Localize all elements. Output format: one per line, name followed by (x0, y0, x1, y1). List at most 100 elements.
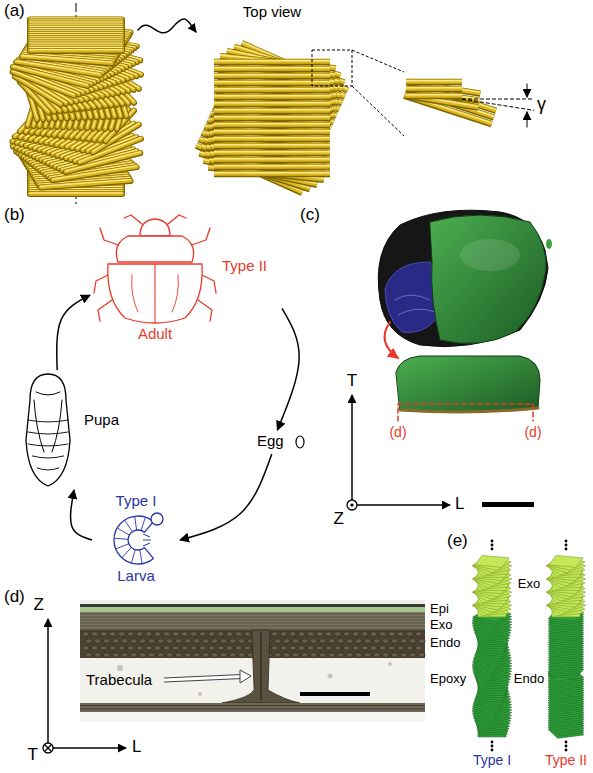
cell-texture (343, 646, 350, 651)
cell-texture (370, 646, 377, 651)
fiber-rod-body (30, 42, 122, 46)
pupa-segment (28, 420, 68, 422)
cell-texture (94, 639, 101, 644)
structure-label: Trabecula (86, 672, 152, 689)
cell-texture (220, 653, 227, 658)
axis-label: Z (34, 596, 44, 615)
wing-vein (398, 309, 436, 315)
axis-arrow (47, 619, 49, 748)
fiber-rod (214, 108, 330, 114)
angle-reference-line (462, 99, 534, 100)
axis-label: Z (334, 510, 344, 529)
lamella-line (80, 629, 425, 630)
fiber-rod-body (214, 66, 330, 70)
cell-texture (397, 632, 404, 637)
cell-texture (301, 653, 308, 658)
cell-texture (280, 646, 287, 651)
cell-texture (235, 646, 242, 651)
fiber-rod-body (30, 34, 122, 38)
cell-texture (283, 653, 290, 658)
layer-label: Epoxy (430, 672, 466, 686)
fiber-rod (22, 57, 112, 64)
continuation-dot (565, 741, 568, 744)
fiber-rod-highlight (406, 88, 479, 100)
cell-texture (136, 646, 143, 651)
fiber-rod (214, 115, 330, 121)
angle-arrow (527, 84, 528, 97)
zoom-line (352, 50, 404, 72)
stage-label: Larva (117, 568, 155, 585)
fiber-rod (405, 96, 478, 108)
continuation-dot (491, 544, 494, 547)
continuation-dot (565, 749, 568, 752)
axis-label: L (455, 495, 464, 514)
cell-texture (85, 639, 92, 644)
axes-c (347, 395, 534, 510)
cell-texture (103, 653, 110, 658)
cell-texture (238, 639, 245, 644)
life-cycle-arrow (180, 454, 272, 540)
fiber-rod-highlight (214, 109, 330, 110)
cell-texture (310, 653, 317, 658)
larva-segment (114, 538, 128, 540)
lamella-line (80, 623, 425, 624)
life-cycle-arrow (57, 295, 90, 370)
layer-label: Epi (430, 602, 449, 616)
cell-texture (154, 646, 161, 651)
lamella-line (80, 620, 425, 621)
fiber-rod-body (30, 19, 122, 23)
micrograph-base (80, 712, 425, 722)
cell-texture (91, 632, 98, 637)
cell-texture (310, 639, 317, 644)
cell-texture (298, 632, 305, 637)
cell-texture (292, 639, 299, 644)
cell-texture (112, 653, 119, 658)
cell-texture (157, 653, 164, 658)
fiber-rod (30, 46, 122, 52)
cell-texture (406, 646, 413, 651)
cell-texture (148, 653, 155, 658)
cell-texture (382, 653, 389, 658)
trabecula-core (261, 632, 262, 700)
cell-texture (355, 653, 362, 658)
exocuticle-band (80, 612, 425, 630)
fiber-rod (30, 35, 122, 41)
cell-texture (217, 646, 224, 651)
life-stage-node: Egg (255, 430, 311, 454)
epicuticle-band (80, 604, 425, 607)
fiber-rod-body (30, 192, 122, 196)
fiber-rod (30, 191, 122, 197)
fiber-rod (30, 31, 122, 37)
continuation-dot (491, 749, 494, 752)
cell-texture (373, 653, 380, 658)
fiber-rod-body (30, 17, 122, 21)
section-marker: (d) (389, 425, 406, 440)
cell-texture (94, 653, 101, 658)
fiber-rod-highlight (214, 165, 330, 166)
cell-texture (361, 632, 368, 637)
cell-texture (100, 646, 107, 651)
stage-label: Adult (138, 326, 172, 343)
fiber-rod (30, 44, 122, 50)
cell-texture (166, 639, 173, 644)
angle-reference-line (462, 99, 534, 110)
type-label: Type II (545, 753, 587, 768)
trabecula (222, 630, 300, 703)
cell-texture (388, 646, 395, 651)
cell-texture (211, 653, 218, 658)
micrograph (80, 600, 425, 722)
fiber-rod-body (406, 93, 462, 97)
fiber-rod-highlight (214, 81, 330, 82)
cell-texture (175, 653, 182, 658)
fiber-rod-body (22, 56, 112, 63)
cell-texture (127, 632, 134, 637)
cell-texture (361, 646, 368, 651)
fiber-rod-body (214, 129, 330, 133)
layer-label: Endo (514, 672, 544, 686)
fiber-rod-body (406, 89, 479, 101)
lamella-plate (475, 555, 509, 567)
fiber-rod (30, 40, 122, 46)
continuation-dot (565, 544, 568, 547)
fiber-rod-body (214, 122, 330, 126)
